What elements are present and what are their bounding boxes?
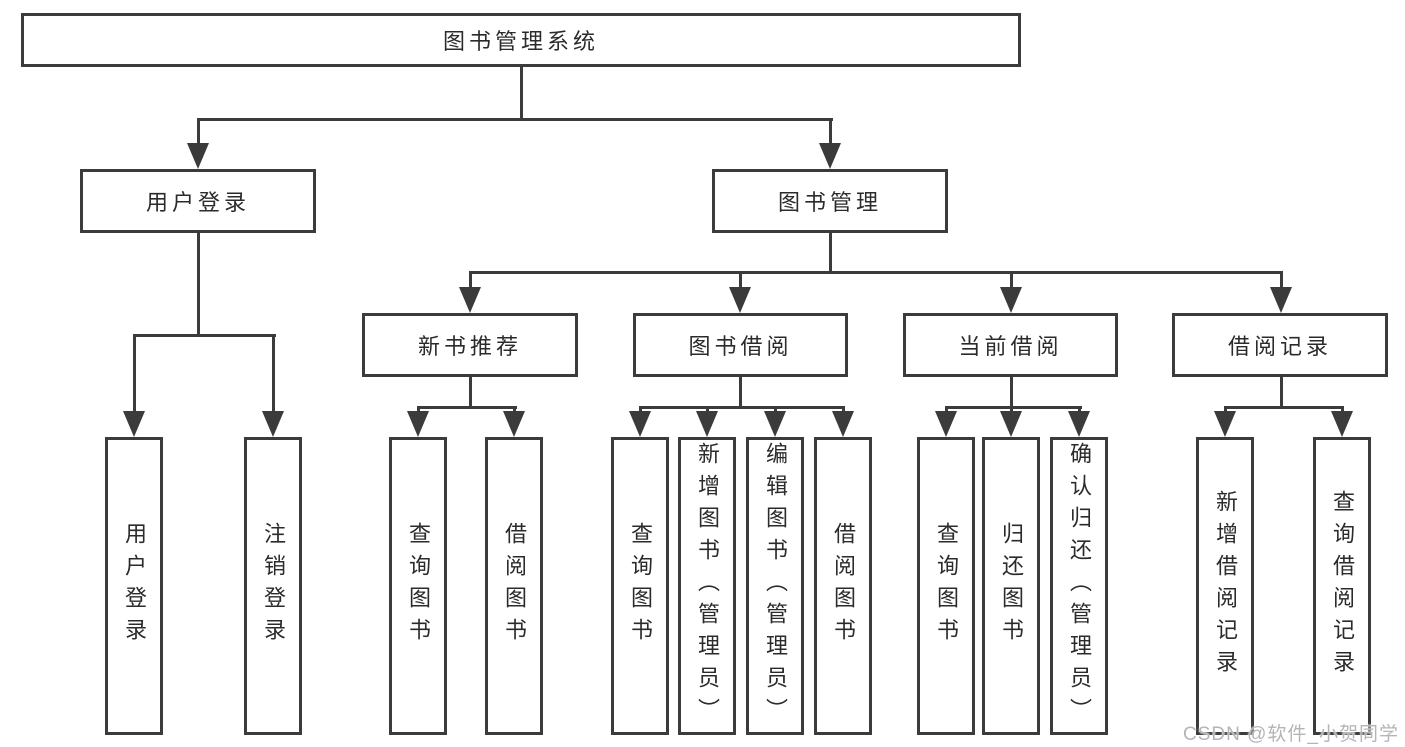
connector-to-leaf (842, 406, 845, 413)
connector-to-leaf (1224, 406, 1227, 413)
node-label: 新书推荐 (417, 334, 522, 359)
arrow-down-icon (764, 411, 786, 437)
node-new-book-recommend: 新书推荐 (362, 313, 578, 377)
leaf-label: 新增图书（管理员） (695, 442, 720, 730)
node-current-borrowing: 当前借阅 (903, 313, 1118, 377)
arrow-down-icon (1000, 287, 1022, 313)
leaf-label: 查询图书 (628, 522, 653, 650)
leaf-borrow-books-borrowing: 借阅图书 (814, 437, 872, 735)
leaf-query-books-borrowing: 查询图书 (611, 437, 669, 735)
arrow-down-icon (1214, 411, 1236, 437)
leaf-edit-books-admin: 编辑图书（管理员） (746, 437, 804, 735)
arrow-down-icon (407, 411, 429, 437)
node-library-system: 图书管理系统 (21, 13, 1021, 67)
connector-to-leaf (1341, 406, 1344, 413)
connector-to-leaf (417, 406, 420, 413)
connector-to-leaf (1010, 406, 1013, 413)
connector-branch (417, 406, 517, 409)
connector-level3-branch (469, 271, 1283, 274)
leaf-query-borrow-record: 查询借阅记录 (1313, 437, 1371, 735)
node-label: 用户登录 (145, 190, 250, 215)
leaf-label: 新增借阅记录 (1213, 490, 1238, 682)
connector-to-leaf (1078, 406, 1081, 413)
connector-to-new-book (469, 271, 472, 289)
connector-to-leaf (639, 406, 642, 413)
connector-to-borrow-records (1280, 271, 1283, 289)
node-borrowing-records: 借阅记录 (1172, 313, 1388, 377)
arrow-down-icon (1068, 411, 1090, 437)
arrow-down-icon (935, 411, 957, 437)
connector-to-leaf (513, 406, 516, 413)
leaf-label: 查询借阅记录 (1330, 490, 1355, 682)
connector-branch (945, 406, 1082, 409)
leaf-label: 编辑图书（管理员） (763, 442, 788, 730)
connector-to-leaf (133, 334, 136, 411)
connector-branch (1224, 406, 1344, 409)
arrow-down-icon (819, 143, 841, 169)
connector-to-leaf (706, 406, 709, 413)
leaf-label: 借阅图书 (502, 522, 527, 650)
arrow-down-icon (832, 411, 854, 437)
leaf-query-books-recommend: 查询图书 (389, 437, 447, 735)
arrow-down-icon (1331, 411, 1353, 437)
arrow-down-icon (729, 287, 751, 313)
leaf-borrow-books-recommend: 借阅图书 (485, 437, 543, 735)
connector-branch (639, 406, 845, 409)
node-book-management: 图书管理 (712, 169, 948, 233)
node-label: 图书管理 (777, 190, 882, 215)
arrow-down-icon (123, 411, 145, 437)
arrow-down-icon (1000, 411, 1022, 437)
leaf-label: 确认归还（管理员） (1067, 442, 1092, 730)
leaf-add-books-admin: 新增图书（管理员） (678, 437, 736, 735)
connector-book-mgmt-stem (829, 231, 832, 274)
connector-stem (739, 375, 742, 409)
arrow-down-icon (629, 411, 651, 437)
leaf-confirm-return-admin: 确认归还（管理员） (1050, 437, 1108, 735)
connector-to-leaf (774, 406, 777, 413)
leaf-label: 查询图书 (934, 522, 959, 650)
connector-level2-branch (197, 118, 833, 121)
arrow-down-icon (503, 411, 525, 437)
connector-user-login-branch (133, 334, 276, 337)
leaf-label: 用户登录 (122, 522, 147, 650)
leaf-label: 借阅图书 (831, 522, 856, 650)
connector-to-book-management (829, 118, 832, 144)
node-label: 当前借阅 (958, 334, 1063, 359)
leaf-label: 查询图书 (406, 522, 431, 650)
node-user-login: 用户登录 (80, 169, 316, 233)
connector-to-leaf (945, 406, 948, 413)
connector-stem (469, 375, 472, 409)
node-label: 图书借阅 (688, 334, 793, 359)
watermark: CSDN @软件_小贺同学 (1183, 724, 1399, 745)
arrow-down-icon (187, 143, 209, 169)
node-label: 图书管理系统 (442, 29, 599, 54)
arrow-down-icon (696, 411, 718, 437)
leaf-query-books-current: 查询图书 (917, 437, 975, 735)
connector-root-stem (520, 66, 523, 120)
leaf-add-borrow-record: 新增借阅记录 (1196, 437, 1254, 735)
leaf-label: 注销登录 (261, 522, 286, 650)
connector-to-user-login (197, 118, 200, 144)
leaf-user-login: 用户登录 (105, 437, 163, 735)
connector-to-leaf (272, 334, 275, 411)
leaf-return-books: 归还图书 (982, 437, 1040, 735)
node-label: 借阅记录 (1227, 334, 1332, 359)
connector-to-book-borrow (739, 271, 742, 289)
node-book-borrowing: 图书借阅 (633, 313, 848, 377)
connector-user-login-stem (197, 231, 200, 336)
leaf-label: 归还图书 (999, 522, 1024, 650)
connector-to-current-borrow (1010, 271, 1013, 289)
leaf-logout: 注销登录 (244, 437, 302, 735)
arrow-down-icon (1270, 287, 1292, 313)
connector-stem (1280, 375, 1283, 409)
arrow-down-icon (262, 411, 284, 437)
arrow-down-icon (459, 287, 481, 313)
connector-stem (1010, 375, 1013, 409)
